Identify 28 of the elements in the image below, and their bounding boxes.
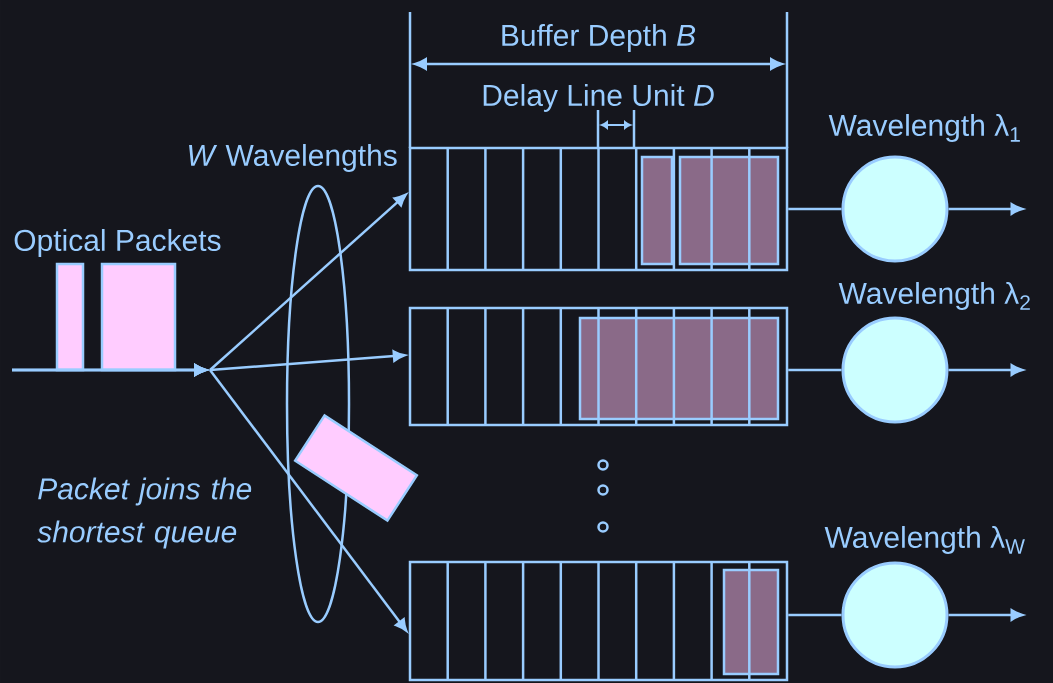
label: W Wavelengths (189, 144, 397, 172)
label: Optical Packets (14, 229, 221, 257)
packet (55, 262, 85, 372)
queued-packet (578, 316, 780, 421)
arrow (12, 364, 408, 632)
label: Buffer Depth B (502, 24, 696, 52)
line (788, 368, 842, 372)
label: Wavelength λ$_{W}$ (824, 526, 1025, 554)
queued-packet (678, 155, 780, 266)
line (788, 613, 842, 617)
queue-box (408, 146, 789, 272)
arrow (948, 364, 1024, 376)
queue-box (408, 560, 789, 682)
server-circle (841, 316, 949, 424)
label: Delay Line Unit D (483, 84, 714, 112)
packet (100, 262, 177, 372)
queue-box (408, 306, 789, 427)
server-circle (841, 155, 949, 263)
queued-packet (640, 155, 674, 266)
arrow (948, 609, 1024, 621)
queued-packet (722, 568, 780, 676)
label: Wavelength λ$_{2}$ (838, 282, 1030, 310)
server-circle (841, 561, 949, 669)
note: Packet joins the shortest queue (37, 477, 252, 549)
arrow (948, 203, 1024, 215)
grouping-ellipse (285, 184, 351, 624)
label: Wavelength λ$_{1}$ (828, 114, 1020, 142)
line (788, 207, 842, 211)
